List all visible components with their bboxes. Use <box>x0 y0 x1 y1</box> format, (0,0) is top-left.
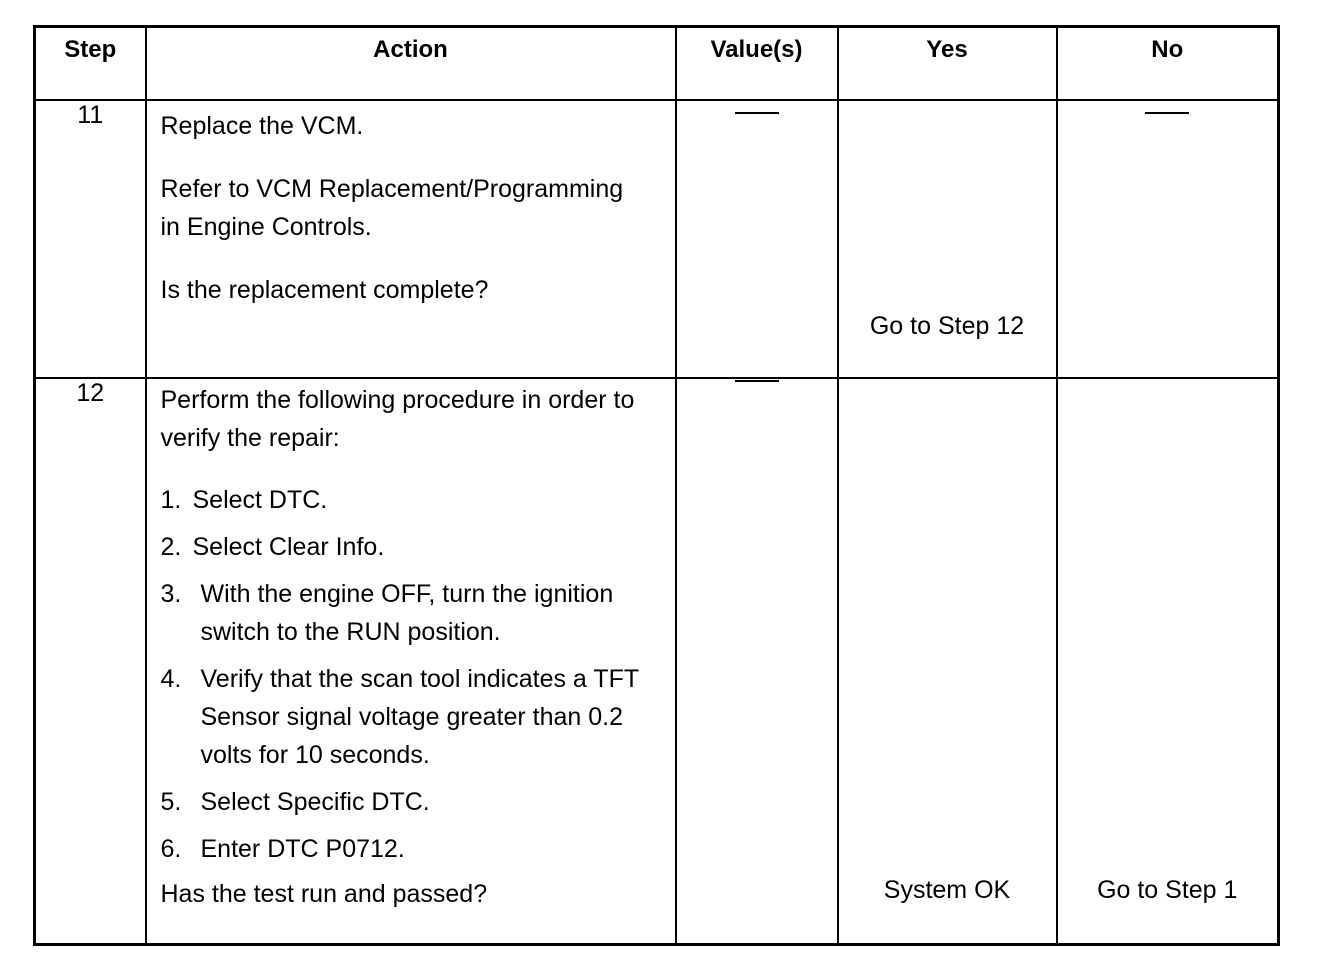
no-cell: Go to Step 1 <box>1055 377 1280 946</box>
empty-value-dash <box>734 112 779 114</box>
list-item: 5.Select Specific DTC. <box>160 788 430 816</box>
header-no: No <box>1055 25 1280 101</box>
values-cell: — <box>674 99 839 379</box>
action-line: Refer to VCM Replacement/Programming in … <box>160 175 624 241</box>
diagnostic-table: Step Action Value(s) Yes No 11 Replace t… <box>33 25 1280 946</box>
no-result: Go to Step 1 <box>1097 876 1238 904</box>
empty-value-dash <box>1145 112 1190 114</box>
values-cell: — <box>674 377 839 946</box>
step-number: 12 <box>33 377 147 946</box>
list-item: 3.With the engine OFF, turn the ignition… <box>160 580 614 646</box>
no-cell: — <box>1055 99 1280 379</box>
action-text: Perform the following procedure in order… <box>147 381 675 913</box>
action-text: Replace the VCM. Refer to VCM Replacemen… <box>147 107 675 309</box>
list-item: 1.Select DTC. <box>160 486 328 514</box>
header-step: Step <box>33 25 147 101</box>
action-intro: Perform the following procedure in order… <box>160 386 635 452</box>
action-question: Has the test run and passed? <box>160 880 488 908</box>
table-row: 12 Perform the following procedure in or… <box>33 377 1280 946</box>
action-question: Is the replacement complete? <box>160 276 489 304</box>
empty-value-dash <box>734 380 779 382</box>
action-cell: Perform the following procedure in order… <box>144 377 677 946</box>
yes-cell: Go to Step 12 <box>836 99 1058 379</box>
table-row: 11 Replace the VCM. Refer to VCM Replace… <box>33 99 1280 379</box>
yes-cell: System OK <box>836 377 1058 946</box>
header-yes: Yes <box>836 25 1058 101</box>
action-line: Replace the VCM. <box>160 112 364 140</box>
step-number: 11 <box>33 99 147 379</box>
action-cell: Replace the VCM. Refer to VCM Replacemen… <box>144 99 677 379</box>
yes-result: System OK <box>883 876 1011 904</box>
header-action: Action <box>144 25 677 101</box>
header-values: Value(s) <box>674 25 839 101</box>
header-row: Step Action Value(s) Yes No <box>33 25 1280 101</box>
list-item: 6.Enter DTC P0712. <box>160 835 405 863</box>
list-item: 2.Select Clear Info. <box>160 533 385 561</box>
procedure-list: 1.Select DTC. 2.Select Clear Info. 3.Wit… <box>161 481 665 868</box>
list-item: 4.Verify that the scan tool indicates a … <box>160 665 639 769</box>
yes-result: Go to Step 12 <box>869 312 1025 340</box>
